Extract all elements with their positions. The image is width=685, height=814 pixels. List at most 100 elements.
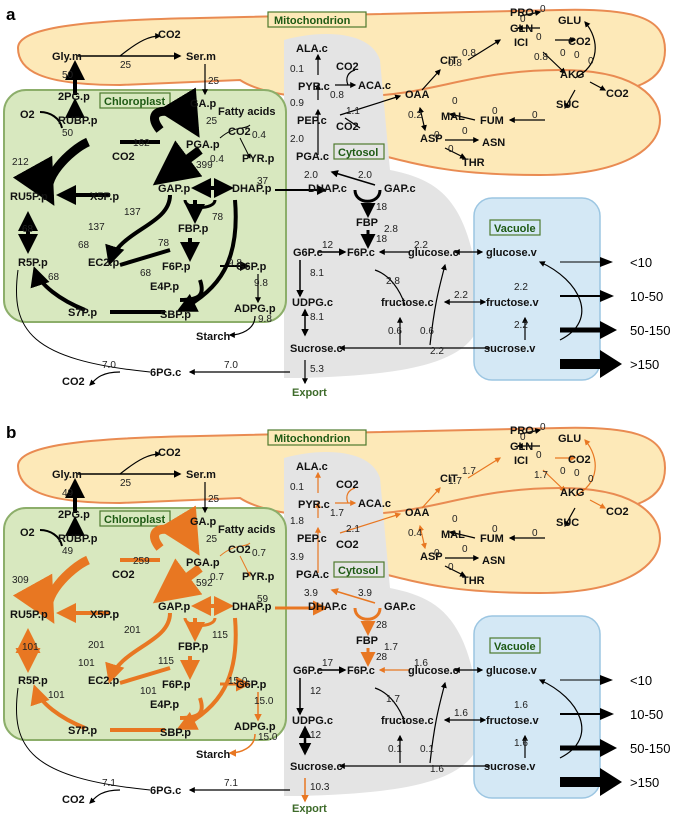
node-g6p-c-a: G6P.c — [293, 247, 323, 259]
flux-value-label: 25 — [206, 116, 218, 127]
node-asn-a: ASN — [482, 137, 505, 149]
flux-value-label: 0.4 — [408, 528, 422, 539]
flux-value-label: 50 — [62, 70, 74, 81]
flux-value-label: 0 — [520, 14, 526, 25]
node-dhap-c-a: DHAP.c — [308, 183, 347, 195]
node-mal-a: MAL — [441, 111, 465, 123]
flux-value-label: 0 — [434, 548, 440, 559]
node-co2-chl-a: CO2 — [112, 151, 135, 163]
flux-value-label: 2.0 — [304, 170, 318, 181]
vacuole-title-b: Vacuole — [494, 641, 536, 653]
flux-value-label: 0.1 — [290, 64, 304, 75]
node-co2-ici-a: CO2 — [568, 36, 591, 48]
flux-value-label: 137 — [124, 207, 141, 218]
node-co2-fa-a: CO2 — [228, 126, 251, 138]
chloroplast-title-a: Chloroplast — [104, 96, 165, 108]
flux-value-label: 8.1 — [310, 268, 324, 279]
flux-value-label: 1.7 — [386, 694, 400, 705]
flux-value-label: 1.6 — [414, 658, 428, 669]
node-starch-a: Starch — [196, 331, 231, 343]
node-ru5p-b: RU5P.p — [10, 609, 48, 621]
flux-value-label: 3.9 — [304, 588, 318, 599]
node-gap-a: GAP.p — [158, 183, 190, 195]
flux-value-label: 259 — [133, 556, 150, 567]
node-glucose-c-b: glucose.c — [408, 665, 459, 677]
flux-value-label: 101 — [78, 658, 95, 669]
node-fum-b: FUM — [480, 533, 504, 545]
flux-value-label: 0.6 — [388, 326, 402, 337]
flux-value-label: 0 — [448, 144, 454, 155]
node-co2-akg-b: CO2 — [606, 506, 629, 518]
flux-value-label: 5.3 — [310, 364, 324, 375]
legend-label: >150 — [630, 357, 659, 372]
flux-arrows-b — [12, 427, 607, 804]
flux-value-label: 2.0 — [290, 134, 304, 145]
flux-value-label: 162 — [133, 138, 150, 149]
legend-arrowhead — [600, 768, 622, 796]
flux-value-label: 15.0 — [228, 676, 248, 687]
flux-value-label: 0.8 — [462, 48, 476, 59]
node-fbp-p-a: FBP.p — [178, 223, 209, 235]
node-pga-c-a: PGA.c — [296, 151, 329, 163]
flux-value-label: 0 — [452, 96, 458, 107]
node-co2-akg-a: CO2 — [606, 88, 629, 100]
flux-value-label: 59 — [257, 594, 269, 605]
flux-value-label: 0 — [560, 48, 566, 59]
flux-value-label: 0 — [434, 130, 440, 141]
node-glucose-v-b: glucose.v — [486, 665, 538, 677]
panel-b: b Mitochondrion Chloroplast Cytosol Vacu… — [3, 422, 667, 814]
flux-value-label: 137 — [88, 222, 105, 233]
vacuole-title-box-b — [489, 637, 541, 654]
node-adpg-a: ADPG.p — [234, 303, 276, 315]
flux-value-label: 1.7 — [534, 470, 548, 481]
flux-value-label: 0 — [540, 422, 546, 433]
node-o2-b: O2 — [20, 527, 35, 539]
node-asp-a: ASP — [420, 133, 443, 145]
flux-value-label: 7.0 — [102, 360, 116, 371]
flux-value-label: 201 — [124, 625, 141, 636]
flux-value-label: 0 — [536, 32, 542, 43]
flux-values-a: 25505025212162399250.40.4371371377868789… — [12, 4, 594, 375]
mitochondrion-title-a: Mitochondrion — [274, 15, 351, 27]
flux-value-label: 7.1 — [224, 778, 238, 789]
node-2pg-a: 2PG.p — [58, 91, 90, 103]
node-s7p-b: S7P.p — [68, 725, 97, 737]
node-sbp-b: SBP.p — [160, 727, 191, 739]
node-udpg-a: UDPG.c — [292, 297, 333, 309]
flux-value-label: 1.6 — [514, 738, 528, 749]
flux-value-label: 0 — [540, 4, 546, 15]
flux-value-label: 49 — [62, 488, 74, 499]
flux-values-b: 25494925309259592250.70.7592012011151011… — [12, 422, 594, 793]
node-akg-a: AKG — [560, 69, 584, 81]
node-fbp-a: FBP — [356, 217, 378, 229]
node-gap-left-a: GA.p — [190, 98, 217, 110]
node-gly-a: Gly.m — [52, 51, 82, 63]
legend-arrowhead — [600, 290, 614, 302]
node-f6p-c-a: F6P.c — [347, 247, 375, 259]
flux-value-label: 28 — [376, 652, 388, 663]
flux-value-label: 78 — [212, 212, 224, 223]
flux-value-label: 0.2 — [408, 110, 422, 121]
flux-value-label: 0 — [574, 50, 580, 61]
flux-value-label: 3.9 — [290, 552, 304, 563]
flux-value-label: 9.8 — [254, 278, 268, 289]
node-thr-b: THR — [462, 575, 485, 587]
flux-value-label: 25 — [120, 60, 132, 71]
flux-value-label: 0 — [448, 562, 454, 573]
flux-value-label: 0.8 — [534, 52, 548, 63]
node-starch-b: Starch — [196, 749, 231, 761]
nodes-a: CO2 Gly.m Ser.m 2PG.p O2 RUBP.p CO2 GA.p… — [10, 7, 629, 399]
node-glu-b: GLU — [558, 433, 581, 445]
flux-value-label: 101 — [48, 690, 65, 701]
flux-value-label: 0 — [492, 106, 498, 117]
legend-label: >150 — [630, 775, 659, 790]
flux-value-label: 1.7 — [384, 642, 398, 653]
legend-arrowhead — [600, 350, 622, 378]
node-pep-b: PEP.c — [297, 533, 327, 545]
node-oaa-a: OAA — [405, 89, 430, 101]
flux-value-label: 37 — [257, 176, 269, 187]
node-gap-c-a: GAP.c — [384, 183, 416, 195]
node-ser-a: Ser.m — [186, 51, 216, 63]
flux-value-label: 68 — [78, 240, 90, 251]
